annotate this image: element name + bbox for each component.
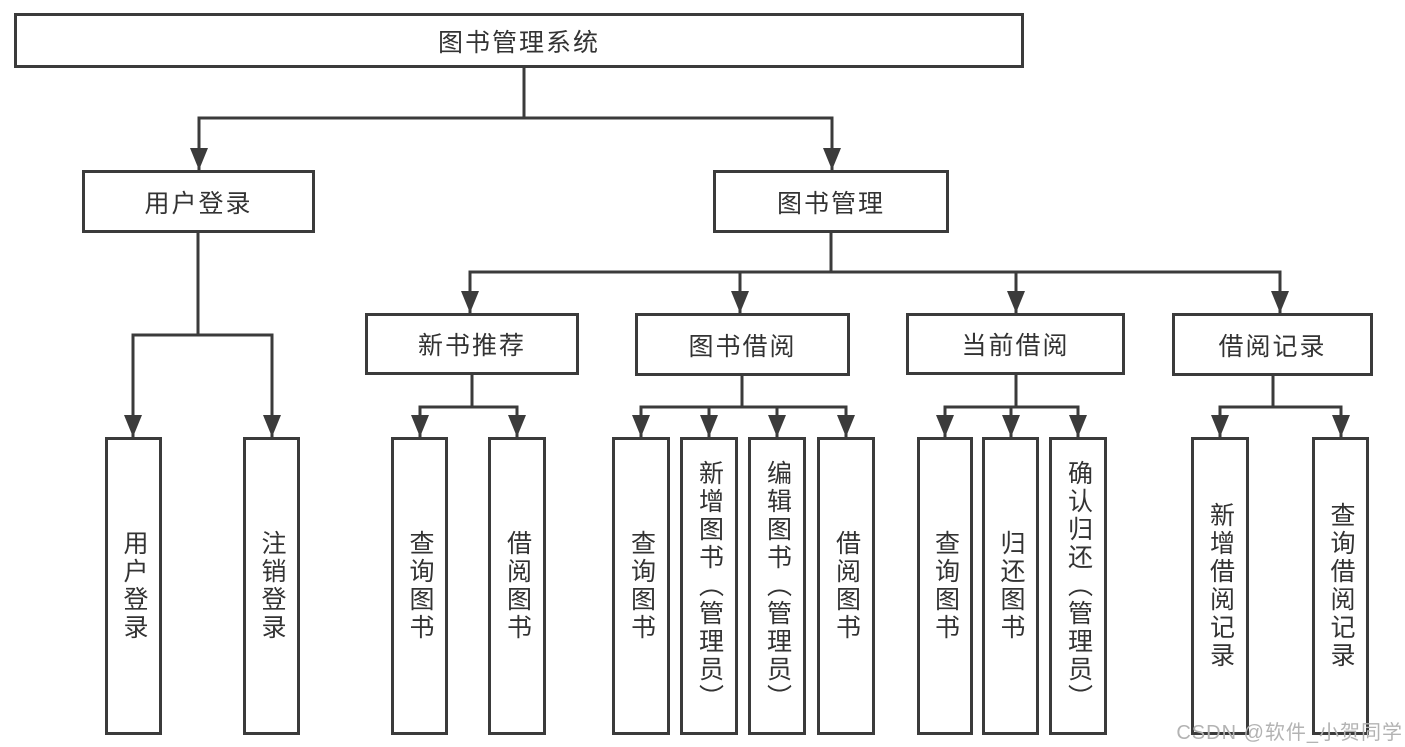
- leaf-label: 查询图书: [406, 530, 434, 642]
- leaf-label: 确认归还（管理员）: [1064, 460, 1093, 712]
- leaf-label: 查询图书: [627, 530, 656, 642]
- leaf-label: 注销登录: [258, 530, 286, 642]
- leaf-borrow-books-2: 借阅图书: [817, 437, 875, 735]
- leaf-add-borrow-record: 新增借阅记录: [1191, 437, 1249, 735]
- leaf-query-books-3: 查询图书: [917, 437, 973, 735]
- node-book-borrow: 图书借阅: [635, 313, 850, 376]
- leaf-add-book-admin: 新增图书（管理员）: [680, 437, 738, 735]
- node-book-management: 图书管理: [713, 170, 949, 233]
- leaf-label: 查询借阅记录: [1327, 502, 1355, 670]
- node-new-book-recommend: 新书推荐: [365, 313, 579, 375]
- leaf-label: 新增图书（管理员）: [695, 460, 724, 712]
- node-root: 图书管理系统: [14, 13, 1024, 68]
- leaf-return-book: 归还图书: [982, 437, 1039, 735]
- node-current-borrow: 当前借阅: [906, 313, 1125, 375]
- leaf-label: 用户登录: [120, 530, 148, 642]
- leaf-label: 归还图书: [997, 530, 1025, 642]
- leaf-label: 新增借阅记录: [1206, 502, 1235, 670]
- node-user-login: 用户登录: [82, 170, 315, 233]
- leaf-label: 编辑图书（管理员）: [763, 460, 792, 712]
- leaf-query-books-1: 查询图书: [391, 437, 448, 735]
- leaf-logout: 注销登录: [243, 437, 300, 735]
- leaf-query-books-2: 查询图书: [612, 437, 670, 735]
- node-borrow-records: 借阅记录: [1172, 313, 1373, 376]
- leaf-confirm-return-admin: 确认归还（管理员）: [1049, 437, 1107, 735]
- watermark: CSDN @软件_小贺同学: [1176, 722, 1403, 744]
- leaf-label: 借阅图书: [832, 530, 861, 642]
- leaf-label: 借阅图书: [503, 530, 532, 642]
- leaf-query-borrow-record: 查询借阅记录: [1312, 437, 1369, 735]
- leaf-label: 查询图书: [931, 530, 960, 642]
- leaf-user-login: 用户登录: [105, 437, 162, 735]
- leaf-borrow-books-1: 借阅图书: [488, 437, 546, 735]
- leaf-edit-book-admin: 编辑图书（管理员）: [748, 437, 806, 735]
